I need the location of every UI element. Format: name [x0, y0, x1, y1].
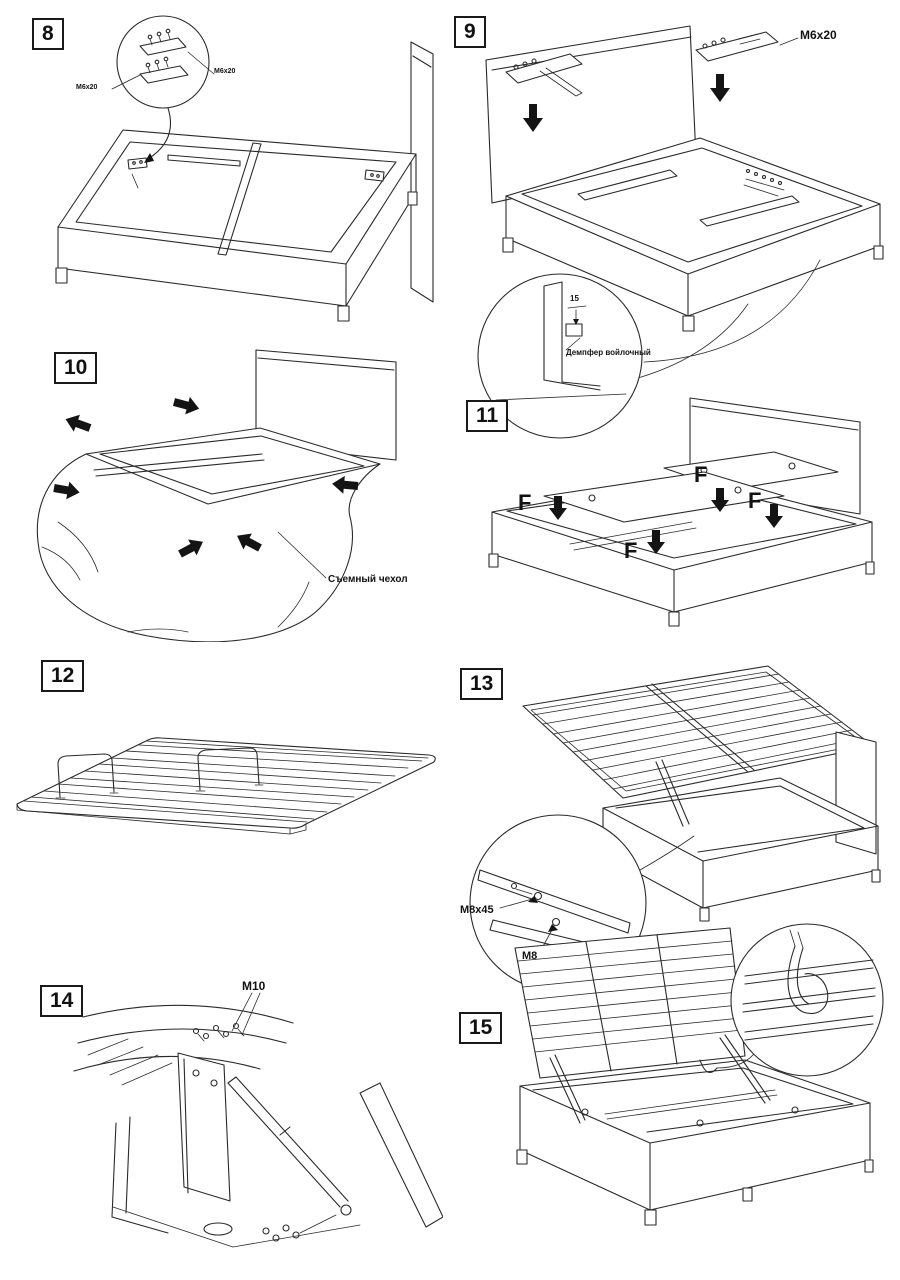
step-10-drawing [36, 349, 397, 642]
box-floor [111, 1116, 361, 1248]
label-f-1: F [518, 490, 532, 515]
label-m8x45: M8x45 [460, 904, 494, 916]
step-13-number: 13 [460, 668, 504, 701]
center-divider [93, 453, 265, 477]
m10-leaders [231, 992, 261, 1036]
gas-lift-strut [227, 1076, 352, 1216]
step-12-panel: 12 [5, 652, 445, 868]
step-12-drawing [16, 737, 436, 835]
step-15-number: 15 [459, 1012, 503, 1045]
detail-circle [111, 15, 215, 109]
headboard [255, 349, 397, 461]
headboard [410, 41, 434, 303]
step-15-drawing [514, 923, 884, 1226]
step-10-number: 10 [54, 352, 98, 385]
down-arrow-left [523, 104, 543, 132]
insert-arrows [549, 488, 783, 554]
label-m8: M8 [522, 950, 538, 962]
floor-rail-1 [577, 169, 678, 201]
label-f-3: F [748, 488, 762, 513]
floor-rail [569, 521, 697, 551]
gas-struts [549, 1034, 771, 1124]
bed-frame [502, 137, 884, 332]
step-11-drawing [488, 397, 875, 627]
mount-bracket-plate [177, 1052, 231, 1202]
detail-circle [730, 923, 884, 1077]
label-m6x20-right: M6x20 [214, 68, 236, 75]
label-f-2: F [694, 462, 708, 487]
step-9-panel: 9 [448, 8, 893, 440]
lifted-slat-platform [522, 665, 874, 799]
step-8-number: 8 [32, 18, 64, 51]
step-9-number: 9 [454, 16, 486, 49]
bed-frame [55, 129, 418, 322]
lift-handles [55, 747, 264, 799]
cover-label-leader [277, 531, 327, 579]
corner-bracket-right [364, 169, 385, 182]
hardware-dots [743, 168, 785, 197]
zoom-leader [639, 835, 695, 871]
strap-handle [699, 1059, 718, 1074]
step-8-drawing [55, 15, 434, 322]
feet [55, 191, 418, 322]
tuck-arrows [53, 396, 359, 558]
center-rail [645, 683, 755, 773]
step-10-panel: 10 Съемный чехол [28, 342, 448, 642]
step-9-drawing [477, 25, 884, 439]
label-dim-15: 15 [570, 294, 579, 303]
feet [516, 1149, 874, 1226]
curved-side-rails [73, 1004, 294, 1086]
back-rail [167, 154, 241, 167]
step-12-number: 12 [41, 660, 85, 693]
floor-divider [604, 1089, 778, 1120]
step-11-panel: 11 [452, 392, 892, 664]
floor-rail-2 [699, 195, 800, 227]
slat-base [16, 737, 436, 835]
bolt-cluster-top [192, 1022, 245, 1042]
bottom-panel-front [543, 471, 785, 523]
lifted-slat-platform [514, 927, 746, 1079]
side-panel-right [359, 1082, 443, 1228]
step-14-number: 14 [40, 985, 84, 1018]
label-f-4: F [624, 538, 638, 563]
zoom-leader [144, 107, 172, 163]
feet [502, 237, 884, 332]
zoom-leaders [637, 259, 821, 379]
felt-damper [565, 323, 583, 337]
step-14-drawing [73, 992, 443, 1248]
step-13-panel: 13 [448, 658, 898, 1010]
down-arrow-right [710, 74, 730, 102]
label-m10: M10 [242, 979, 266, 993]
cover-folds [41, 521, 310, 633]
step-14-panel: 14 [28, 975, 443, 1275]
label-m6x20-left: M6x20 [76, 84, 98, 91]
step-15-panel: 15 [445, 918, 897, 1278]
slats [23, 740, 429, 823]
step-11-number: 11 [466, 400, 509, 433]
frame-opening [85, 427, 381, 505]
step-8-panel: 8 [28, 12, 443, 334]
label-removable-cover: Съемный чехол [328, 574, 408, 585]
center-divider [217, 142, 262, 256]
bolt-cluster-bottom [262, 1214, 337, 1242]
removable-cover [36, 453, 381, 642]
headboard [835, 731, 877, 855]
label-m6x20: M6x20 [800, 28, 837, 42]
strap-loop [787, 945, 829, 1014]
label-felt-damper: Демпфер войлочный [566, 348, 651, 357]
bracket-right [695, 31, 779, 62]
m6x20-leader [779, 37, 799, 46]
step-13-drawing [469, 665, 881, 992]
corner-bracket-left [127, 157, 148, 189]
cross-rails [585, 934, 678, 1072]
bracket-left [505, 53, 583, 97]
detail-circle [477, 273, 643, 439]
feet [488, 553, 875, 627]
gas-strut [655, 759, 690, 827]
storage-box [516, 1059, 874, 1226]
